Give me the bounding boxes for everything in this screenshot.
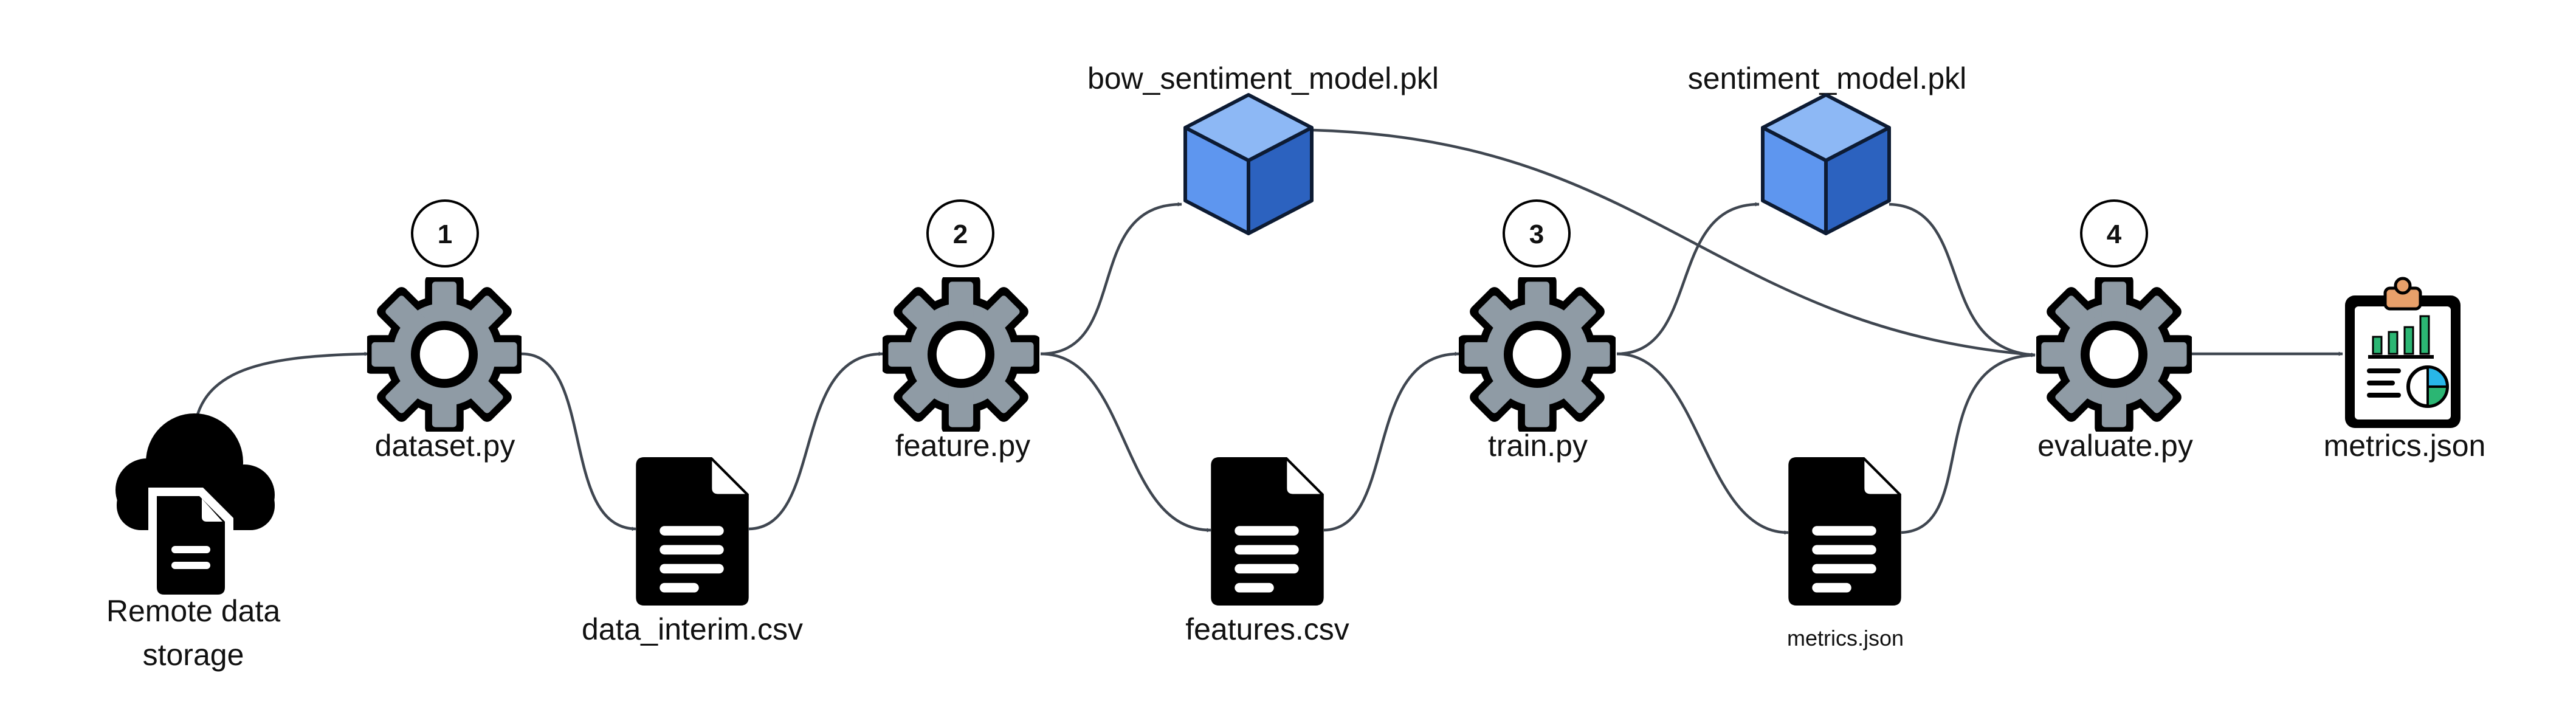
node-data-interim[interactable]: data_interim.csv	[582, 457, 803, 646]
edge-feature-to-bow-model	[1040, 202, 1182, 356]
cloud-document-icon	[115, 413, 275, 603]
node-label: train.py	[1488, 429, 1588, 463]
step-number: 4	[2107, 219, 2122, 249]
cube-icon	[1763, 95, 1889, 233]
node-label: metrics.json	[2324, 429, 2486, 463]
edge-train-to-metrics-small	[1616, 352, 1789, 535]
edge-data-interim-to-feature	[748, 351, 883, 531]
document-icon	[1211, 457, 1324, 606]
node-label: Remote data	[106, 594, 280, 628]
node-bow-model[interactable]: bow_sentiment_model.pkl	[1087, 61, 1439, 233]
gear-icon	[883, 277, 1039, 432]
node-label: metrics.json	[1787, 626, 1904, 651]
step-number: 1	[438, 219, 452, 249]
document-icon	[636, 457, 749, 606]
clipboard-report-icon	[2345, 277, 2461, 428]
gear-icon	[2036, 277, 2192, 432]
edge-feature-to-features-csv	[1040, 352, 1211, 533]
node-train[interactable]: 3 train.py	[1458, 199, 1617, 463]
step-number: 2	[953, 219, 968, 249]
node-metrics-document[interactable]: metrics.json	[1787, 457, 1904, 651]
node-label: features.csv	[1185, 612, 1349, 646]
node-feature[interactable]: 2 feature.py	[881, 199, 1041, 463]
edge-sentiment-model-to-evaluate	[1889, 202, 2036, 357]
node-label: dataset.py	[375, 429, 515, 463]
edges	[191, 128, 2343, 535]
step-badge: 3	[1503, 199, 1571, 268]
cube-icon	[1185, 95, 1312, 233]
document-icon	[1788, 457, 1901, 606]
step-number: 3	[1529, 219, 1544, 249]
bar-chart-icon	[2368, 315, 2434, 359]
node-label: evaluate.py	[2037, 429, 2193, 463]
node-label: feature.py	[895, 429, 1030, 463]
node-metrics-report[interactable]: metrics.json	[2324, 277, 2486, 463]
node-features-csv[interactable]: features.csv	[1185, 457, 1349, 646]
node-label: bow_sentiment_model.pkl	[1087, 61, 1439, 95]
node-sentiment-model[interactable]: sentiment_model.pkl	[1688, 61, 1967, 233]
step-badge: 1	[411, 199, 479, 268]
step-badge: 2	[926, 199, 994, 268]
step-badge: 4	[2080, 199, 2148, 268]
gear-icon	[367, 277, 522, 432]
node-dataset[interactable]: 1 dataset.py	[365, 199, 524, 463]
node-label-line2: storage	[143, 638, 244, 672]
edge-metrics-small-to-evaluate	[1901, 353, 2036, 534]
node-label: sentiment_model.pkl	[1688, 61, 1967, 95]
gear-icon	[1459, 277, 1616, 432]
node-evaluate[interactable]: 4 evaluate.py	[2034, 199, 2194, 463]
pie-chart-icon	[2406, 365, 2449, 408]
edge-features-csv-to-train	[1323, 351, 1459, 532]
edge-train-to-sentiment-model	[1616, 202, 1760, 356]
node-remote-data-storage[interactable]: Remote data storage	[106, 413, 280, 672]
edge-bow-model-to-evaluate	[1312, 128, 2036, 357]
node-label: data_interim.csv	[582, 612, 803, 646]
edge-dataset-to-data-interim	[521, 352, 636, 531]
